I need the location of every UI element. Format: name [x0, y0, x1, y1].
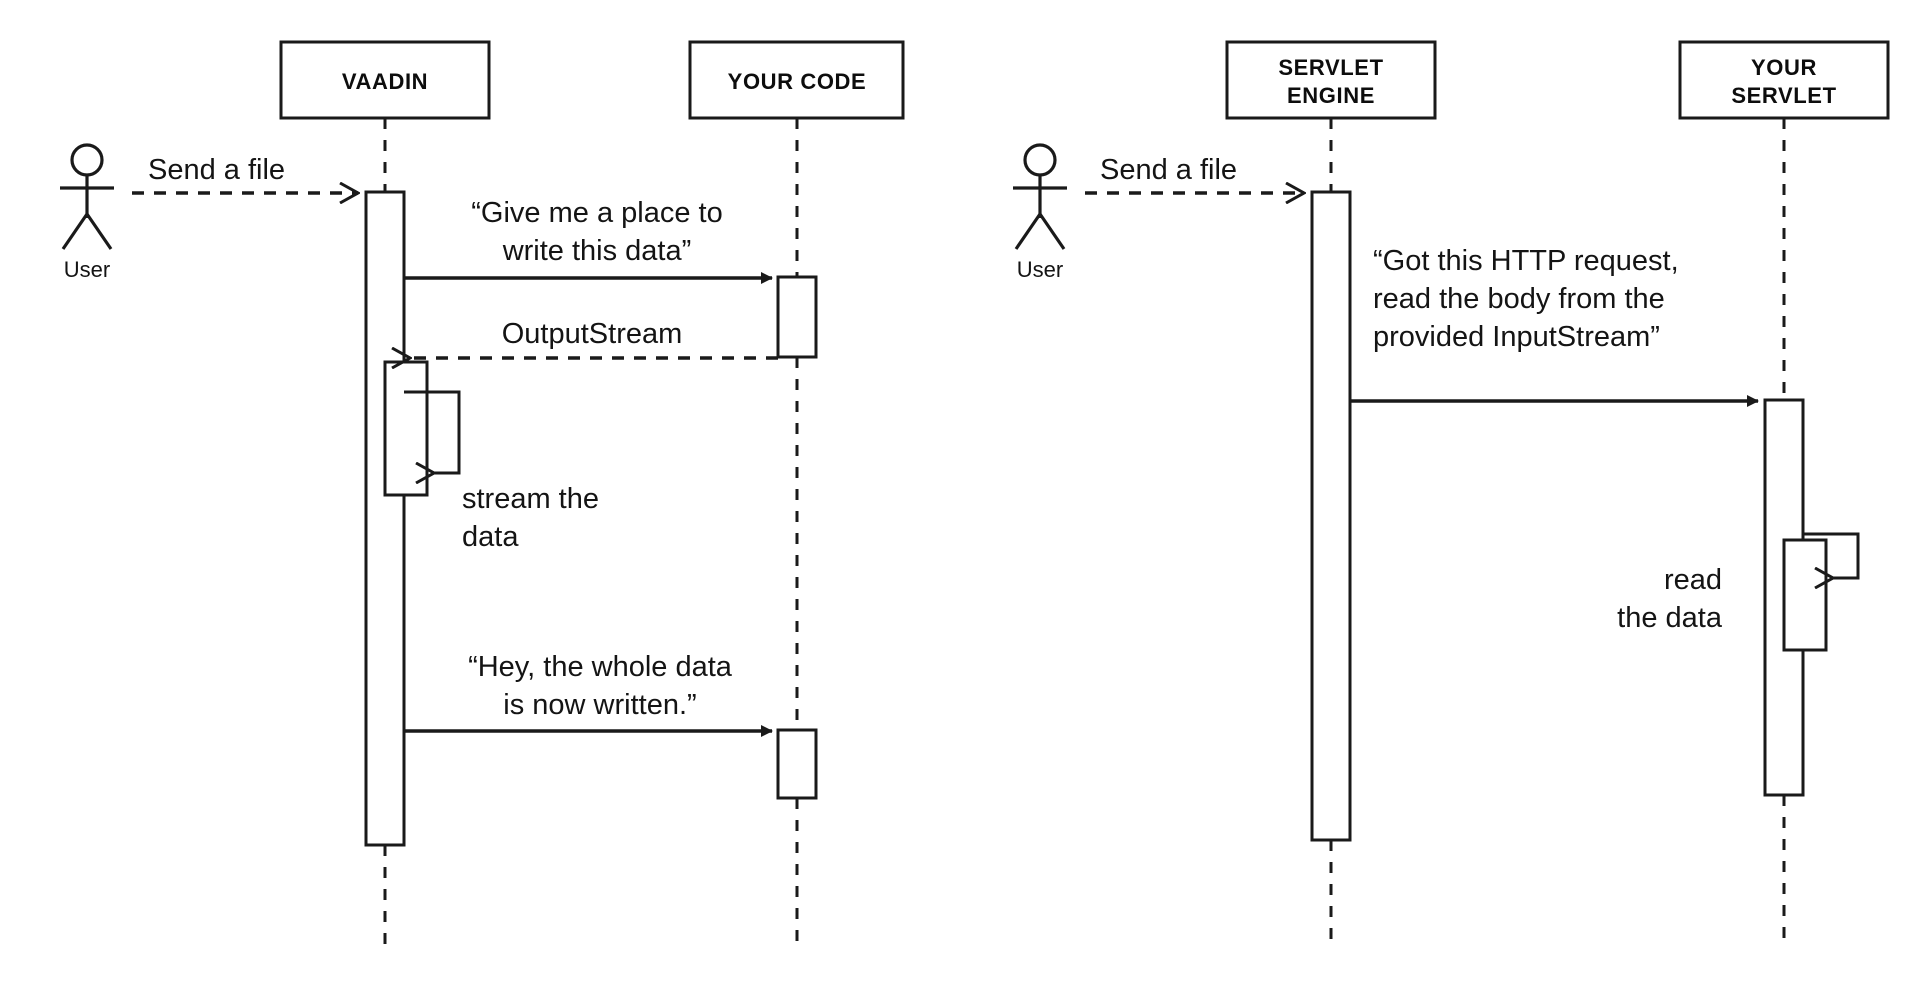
actor-user-label-right: User	[1017, 257, 1063, 282]
message-outputstream: OutputStream	[410, 318, 778, 358]
activation-servlet-engine-main	[1310, 190, 1352, 842]
message-hey-the-whole-data: “Hey, the whole data is now written.”	[405, 651, 773, 737]
activation-your-code-2	[776, 728, 818, 800]
actor-leg-right-icon	[85, 213, 113, 250]
message-arrow-read-the-data	[1803, 532, 1860, 578]
participant-label-servlet-engine-line1: SERVLET	[1278, 55, 1383, 80]
activation-your-servlet-nested	[1782, 538, 1828, 652]
participant-your-servlet[interactable]: YOUR SERVLET	[1678, 40, 1890, 945]
participant-label-vaadin: VAADIN	[342, 69, 428, 94]
message-label-stream-the-data-line2: data	[462, 521, 519, 553]
participant-label-your-servlet-line2: SERVLET	[1731, 83, 1836, 108]
message-send-a-file-left: Send a file	[132, 154, 358, 193]
message-label-give-me-a-place-line1: “Give me a place to	[471, 197, 722, 229]
message-label-got-this-http-request-line2: read the body from the	[1373, 283, 1665, 315]
participant-servlet-engine[interactable]: SERVLET ENGINE	[1225, 40, 1437, 945]
message-label-hey-the-whole-data-line1: “Hey, the whole data	[468, 651, 733, 683]
message-label-got-this-http-request-line1: “Got this HTTP request,	[1373, 245, 1679, 277]
participant-vaadin[interactable]: VAADIN	[279, 40, 491, 945]
message-label-give-me-a-place-line2: write this data”	[502, 235, 692, 267]
message-read-the-data: read the data	[1617, 532, 1860, 634]
message-give-me-a-place: “Give me a place to write this data”	[405, 197, 773, 284]
activation-vaadin-nested	[383, 360, 429, 497]
actor-head-icon-right	[1023, 143, 1057, 177]
message-got-this-http-request: “Got this HTTP request, read the body fr…	[1351, 245, 1759, 407]
message-label-send-a-file-left: Send a file	[148, 154, 285, 186]
message-label-got-this-http-request-line3: provided InputStream”	[1373, 321, 1660, 353]
message-label-read-the-data-line1: read	[1664, 564, 1722, 596]
actor-leg-right-icon-right	[1038, 213, 1066, 250]
message-stream-the-data: stream the data	[404, 390, 599, 553]
message-label-outputstream: OutputStream	[502, 318, 683, 350]
participant-box-servlet-engine[interactable]	[1225, 40, 1437, 120]
participant-your-code[interactable]: YOUR CODE	[688, 40, 905, 945]
participant-label-your-servlet-line1: YOUR	[1751, 55, 1817, 80]
panel-servlet: User SERVLET ENGINE YOUR SERVLET	[1013, 40, 1890, 945]
actor-leg-left-icon-right	[1014, 213, 1042, 250]
participant-box-vaadin[interactable]	[279, 40, 491, 120]
participant-label-your-code: YOUR CODE	[728, 69, 867, 94]
participant-label-servlet-engine-line2: ENGINE	[1287, 83, 1375, 108]
message-arrow-stream-the-data	[404, 390, 461, 473]
message-label-stream-the-data-line1: stream the	[462, 483, 599, 515]
message-send-a-file-right: Send a file	[1085, 154, 1304, 193]
message-label-hey-the-whole-data-line2: is now written.”	[503, 689, 696, 721]
message-label-send-a-file-right: Send a file	[1100, 154, 1237, 186]
message-label-read-the-data-line2: the data	[1617, 602, 1723, 634]
activation-vaadin-main	[364, 190, 406, 847]
panel-vaadin: User VAADIN YOUR CODE	[60, 40, 905, 945]
actor-leg-left-icon	[61, 213, 89, 250]
actor-user-right: User	[1013, 143, 1067, 282]
actor-user-label-left: User	[64, 257, 110, 282]
actor-user-left: User	[60, 143, 114, 282]
actor-head-icon	[70, 143, 104, 177]
activation-your-code-1	[776, 275, 818, 359]
